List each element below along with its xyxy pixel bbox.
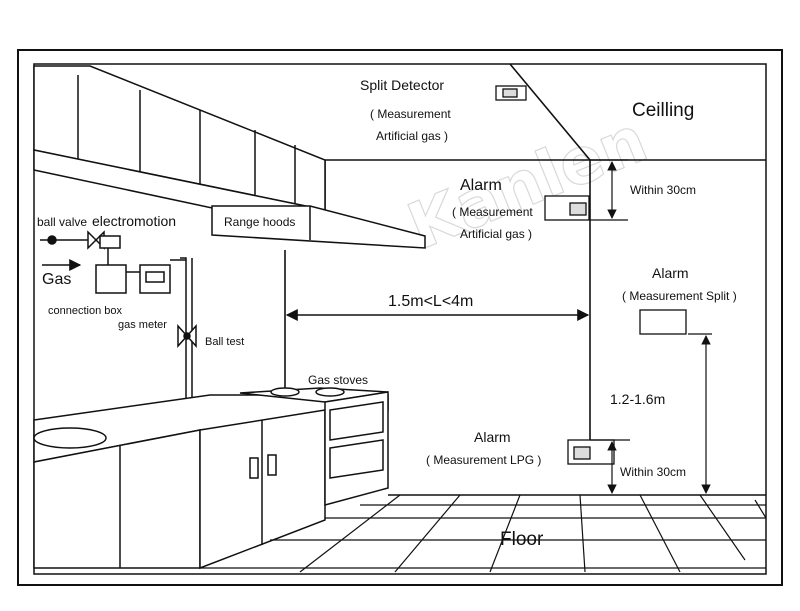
- label-electromotion: electromotion: [92, 213, 176, 229]
- split-detector-device: [495, 85, 527, 101]
- label-alarm-split: Alarm: [652, 265, 689, 281]
- label-gas-stoves: Gas stoves: [308, 373, 368, 387]
- label-range-hoods: Range hoods: [224, 215, 295, 229]
- dimension-within-30cm-bottom: [590, 439, 630, 494]
- label-split-detector-note-1: ( Measurement: [370, 107, 451, 121]
- label-split-detector-note-2: Artificial gas ): [376, 129, 448, 143]
- label-height-range: 1.2-1.6m: [610, 391, 665, 407]
- label-ball-test: Ball test: [205, 336, 244, 348]
- inner-frame: [33, 63, 767, 575]
- dimension-within-30cm-top: [590, 159, 628, 221]
- kitchen-counter: [33, 394, 389, 570]
- label-within-30cm-bottom: Within 30cm: [620, 465, 686, 479]
- label-alarm-lpg: Alarm: [474, 429, 511, 445]
- gas-pipeline: [40, 230, 197, 401]
- gas-stove: [239, 387, 389, 506]
- label-gas-meter: gas meter: [118, 319, 167, 331]
- label-distance: 1.5m<L<4m: [388, 293, 473, 310]
- dimension-1-2-to-1-6m: [688, 333, 712, 494]
- label-alarm-top-note-1: ( Measurement: [452, 205, 533, 219]
- label-gas: Gas: [42, 271, 71, 288]
- label-alarm-lpg-note: ( Measurement LPG ): [426, 453, 541, 467]
- alarm-split-device: [639, 309, 687, 335]
- label-alarm-top: Alarm: [460, 177, 502, 194]
- floor-tiles: [200, 494, 767, 573]
- label-floor: Floor: [500, 529, 544, 550]
- outer-frame: [17, 49, 783, 586]
- label-ceiling: Ceilling: [632, 100, 694, 121]
- label-within-30cm-top: Within 30cm: [630, 183, 696, 197]
- label-alarm-split-note: ( Measurement Split ): [622, 289, 737, 303]
- label-connection-box: connection box: [48, 305, 122, 317]
- label-alarm-top-note-2: Artificial gas ): [460, 227, 532, 241]
- alarm-artificial-gas-device: [544, 195, 590, 221]
- alarm-lpg-device: [567, 439, 615, 465]
- label-ball-valve: ball valve: [37, 215, 87, 229]
- range-hood: [211, 205, 426, 249]
- label-split-detector: Split Detector: [360, 77, 444, 93]
